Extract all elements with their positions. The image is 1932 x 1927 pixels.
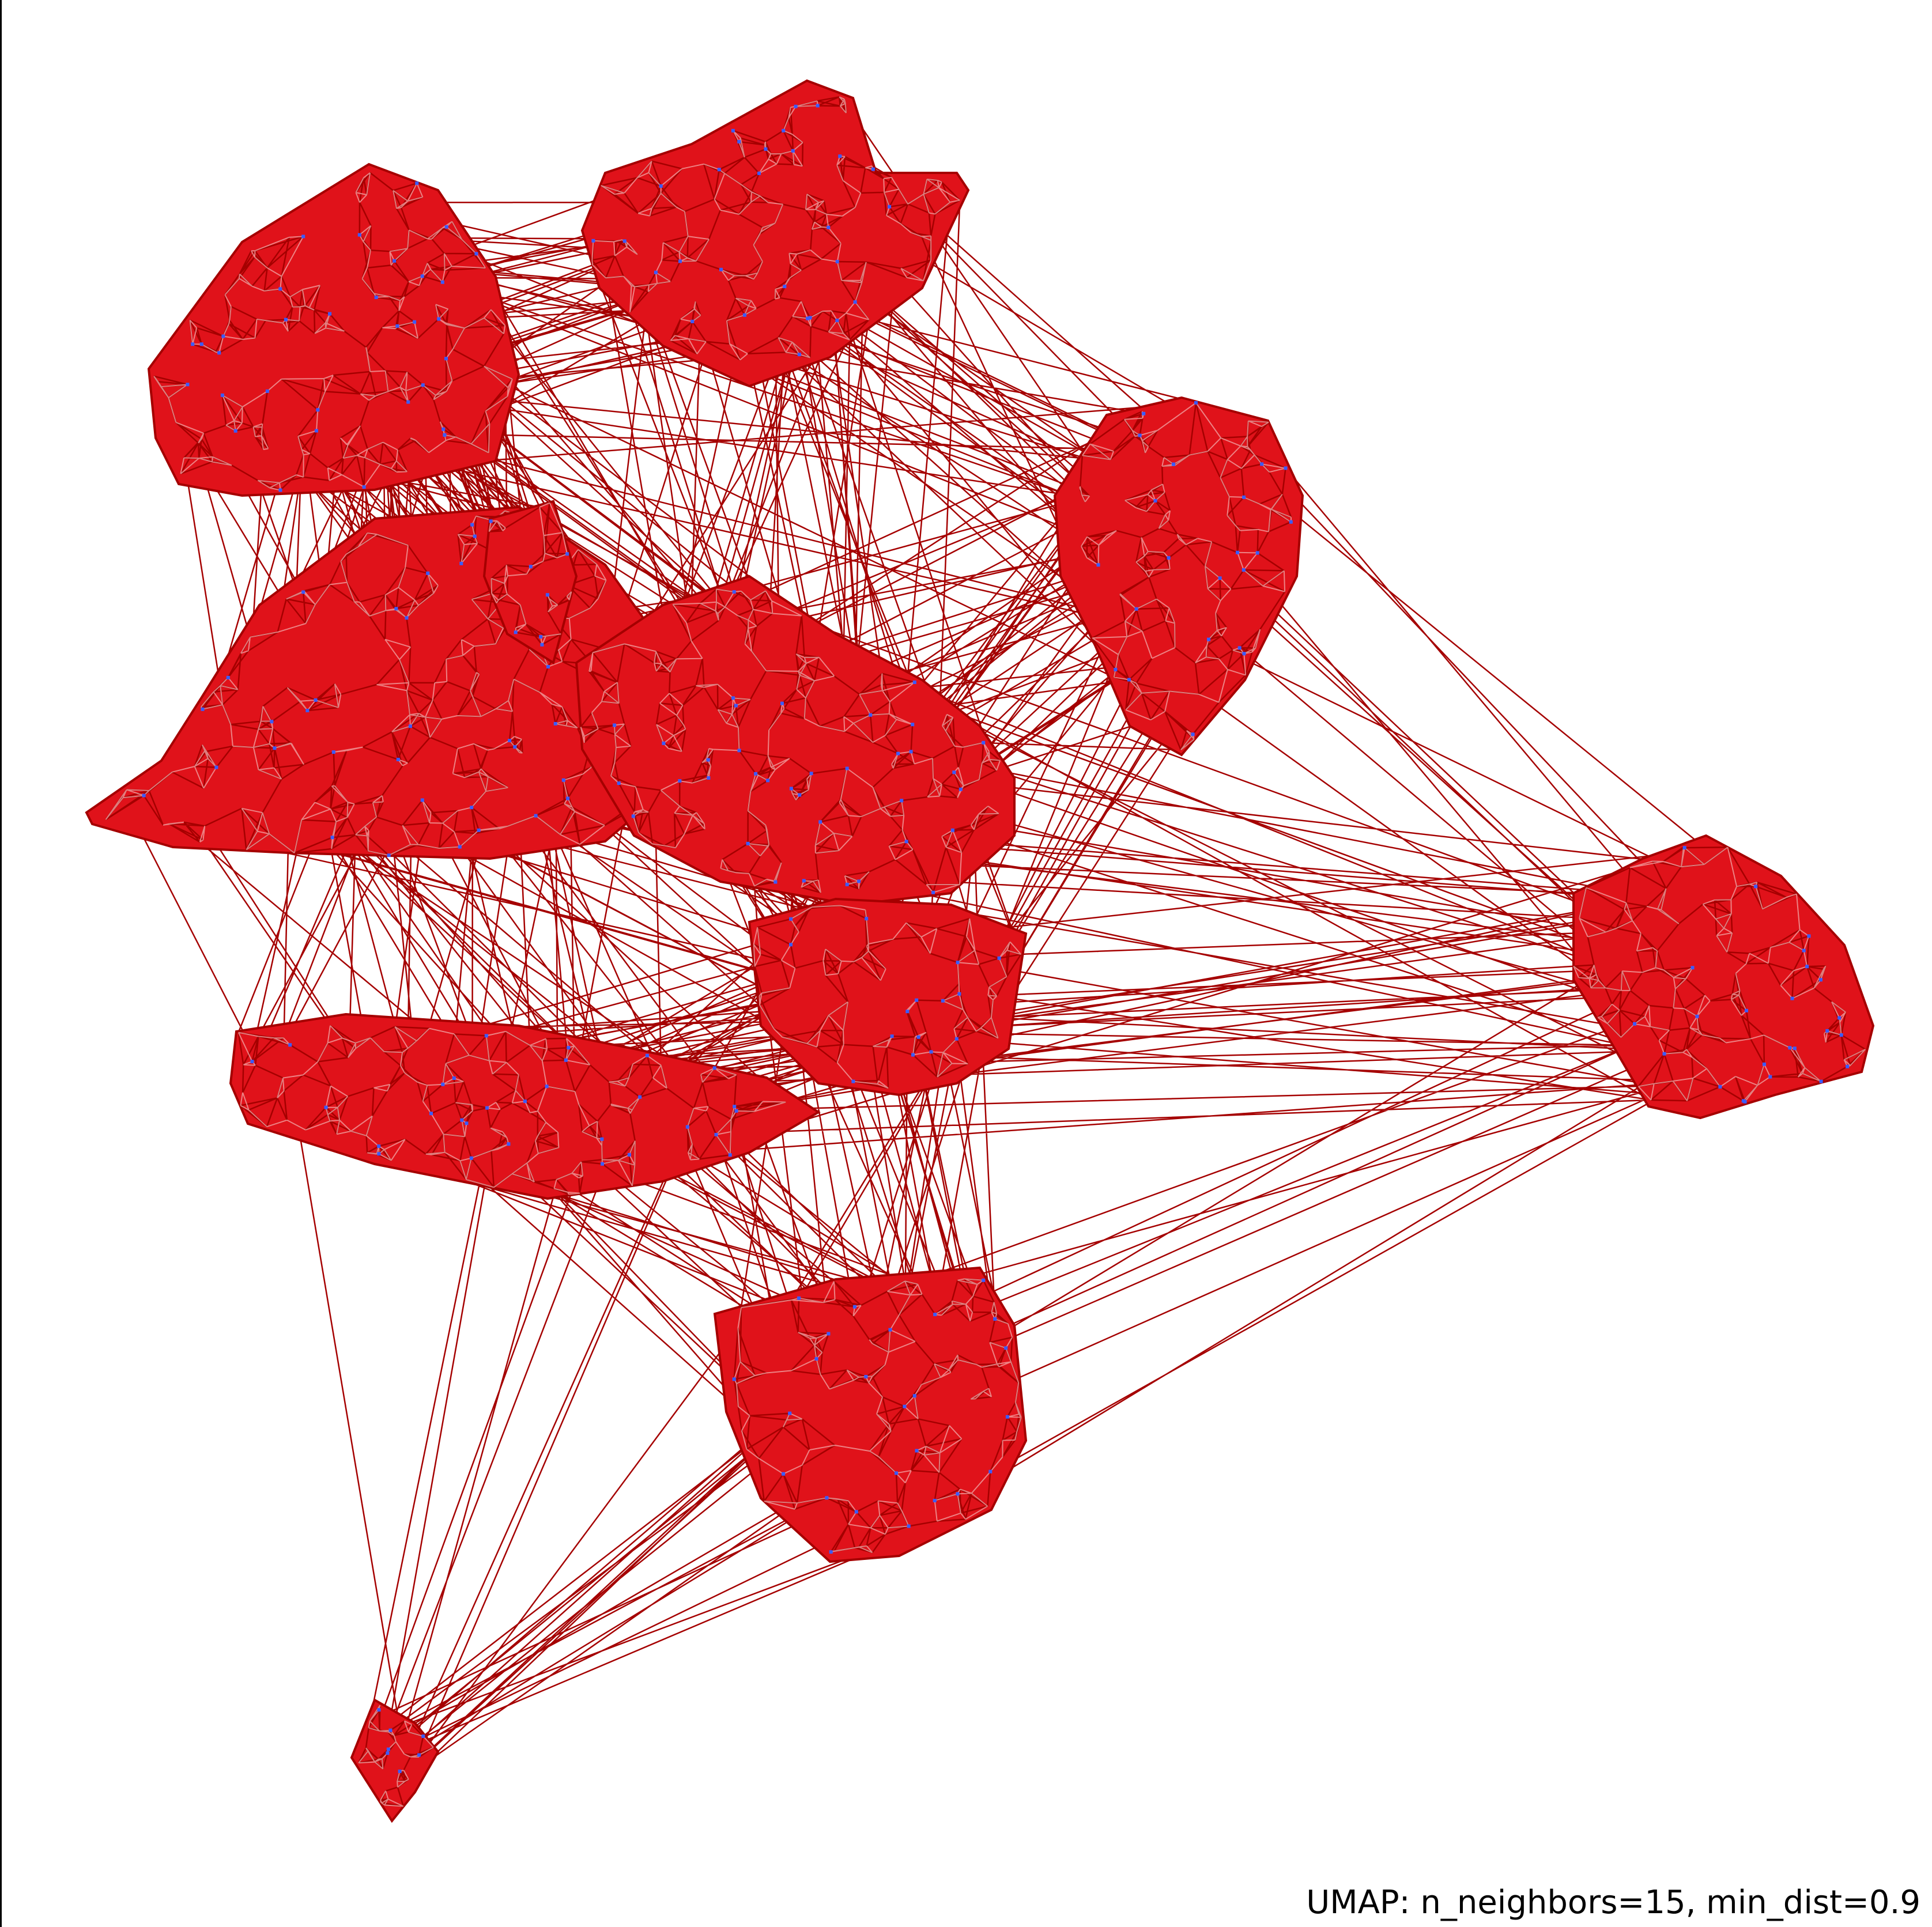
node-highlights: [377, 1708, 425, 1773]
cluster-hull: [580, 79, 970, 388]
cluster-hull: [482, 500, 578, 665]
cluster-2: [580, 79, 970, 388]
cluster-9: [575, 575, 1016, 906]
figure-caption: UMAP: n_neighbors=15, min_dist=0.9: [1306, 1884, 1920, 1921]
cluster-5: [713, 1266, 1028, 1563]
node-highlights: [591, 104, 892, 357]
node-highlights: [489, 519, 569, 647]
cluster-10: [748, 897, 1028, 1097]
cluster-1: [147, 163, 520, 497]
cluster-mesh-light: [591, 96, 960, 361]
cluster-7: [350, 1698, 440, 1823]
cluster-mesh-light: [153, 172, 513, 491]
node-highlights: [732, 1278, 1009, 1554]
cluster-hull: [1572, 834, 1875, 1120]
cluster-6: [229, 1012, 821, 1200]
node-highlights: [1096, 401, 1293, 736]
cluster-11: [482, 500, 578, 665]
node-highlights: [250, 1034, 738, 1166]
cluster-3: [1053, 396, 1304, 757]
cluster-4: [1572, 834, 1875, 1120]
cluster-mesh-light: [1079, 402, 1292, 751]
cluster-mesh-light: [580, 588, 1001, 893]
node-highlights: [613, 590, 986, 894]
cluster-hull: [713, 1266, 1028, 1563]
node-highlights: [1633, 846, 1850, 1104]
cluster-mesh-light: [733, 1278, 1022, 1554]
cluster-mesh-light: [237, 1025, 786, 1195]
cluster-meshes: [85, 79, 1875, 1823]
cluster-mesh-light: [488, 502, 572, 645]
node-highlights: [186, 181, 478, 492]
node-highlights: [789, 917, 1001, 1083]
plot-frame-left-edge: [0, 0, 2, 1927]
cluster-hull: [748, 897, 1028, 1097]
